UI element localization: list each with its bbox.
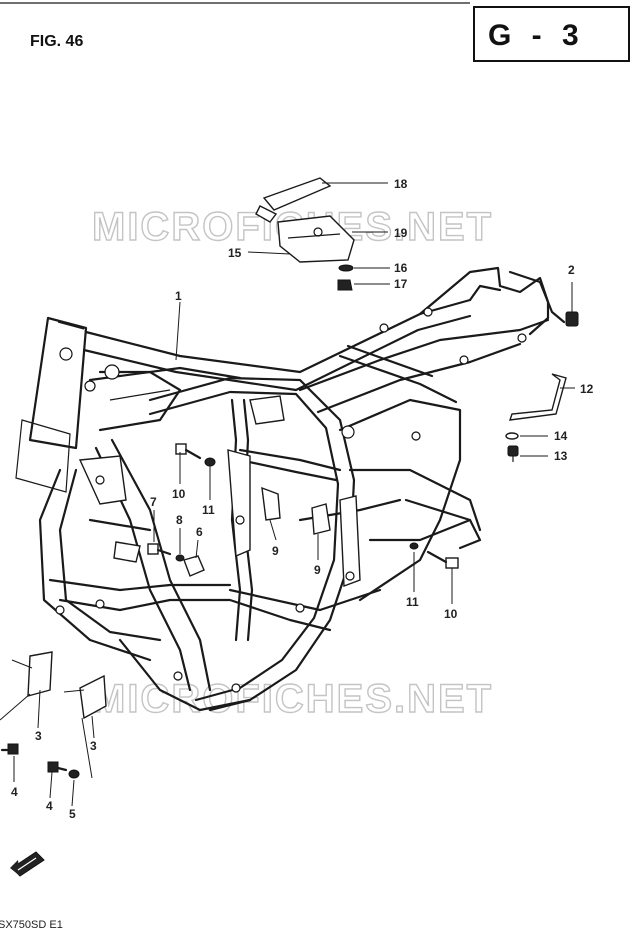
part-3-bracket-right bbox=[79, 674, 107, 720]
callout-12: 12 bbox=[580, 382, 594, 396]
front-direction-arrow-icon bbox=[10, 851, 45, 877]
section-code: G - 3 bbox=[488, 19, 585, 52]
callout-14: 14 bbox=[554, 429, 568, 443]
callout-10-left: 10 bbox=[172, 487, 186, 501]
callout-11-right: 11 bbox=[406, 595, 419, 609]
callout-19: 19 bbox=[394, 226, 408, 240]
callout-7: 7 bbox=[150, 495, 157, 509]
watermark-bottom: MICROFICHES.NET bbox=[92, 677, 493, 721]
section-code-box: G - 3 bbox=[473, 6, 630, 62]
callout-3-right: 3 bbox=[90, 739, 97, 753]
callout-8: 8 bbox=[176, 513, 183, 527]
part-17-nut bbox=[337, 279, 353, 291]
callout-16: 16 bbox=[394, 261, 408, 275]
callout-5: 5 bbox=[69, 807, 76, 821]
callout-9-right: 9 bbox=[314, 563, 321, 577]
footer-code: SX750SD E1 bbox=[0, 919, 63, 930]
part-11-nut-right bbox=[409, 542, 419, 550]
part-19-tray bbox=[277, 215, 355, 263]
callout-17: 17 bbox=[394, 277, 408, 291]
callout-18: 18 bbox=[394, 177, 408, 191]
part-12-bracket bbox=[508, 373, 567, 421]
part-18-cover-strip bbox=[255, 177, 332, 223]
callout-4-left: 4 bbox=[11, 785, 18, 799]
part-8-washer bbox=[175, 554, 185, 562]
part-13-bolt bbox=[507, 445, 519, 462]
callout-9-left: 9 bbox=[272, 544, 279, 558]
part-16-washer bbox=[338, 264, 354, 272]
part-14-washer bbox=[505, 432, 519, 440]
leader-lines bbox=[0, 182, 575, 807]
callout-15: 15 bbox=[228, 246, 242, 260]
callout-6: 6 bbox=[196, 525, 203, 539]
part-7-bolt bbox=[147, 543, 172, 556]
callout-2: 2 bbox=[568, 263, 575, 277]
callout-1: 1 bbox=[175, 289, 182, 303]
callout-10-right: 10 bbox=[444, 607, 458, 621]
part-11-nut-left bbox=[204, 457, 216, 467]
callout-11-left: 11 bbox=[202, 503, 215, 517]
part-2-cap bbox=[565, 311, 579, 327]
part-9-bracket-left bbox=[261, 486, 281, 521]
part-10-bolt-right bbox=[426, 550, 459, 569]
figure-label: FIG. 46 bbox=[30, 33, 83, 50]
part-9-bracket-right bbox=[311, 503, 331, 535]
callout-3-left: 3 bbox=[35, 729, 42, 743]
frame bbox=[15, 266, 566, 712]
part-10-bolt-left bbox=[175, 443, 202, 460]
part-4-bolt-right bbox=[47, 761, 68, 773]
part-4-bolt-left bbox=[0, 743, 19, 755]
part-6-plate bbox=[183, 555, 205, 577]
callout-4-right: 4 bbox=[46, 799, 53, 813]
callout-13: 13 bbox=[554, 449, 568, 463]
part-3-bracket-left bbox=[27, 651, 53, 697]
part-5-washer bbox=[68, 769, 80, 779]
